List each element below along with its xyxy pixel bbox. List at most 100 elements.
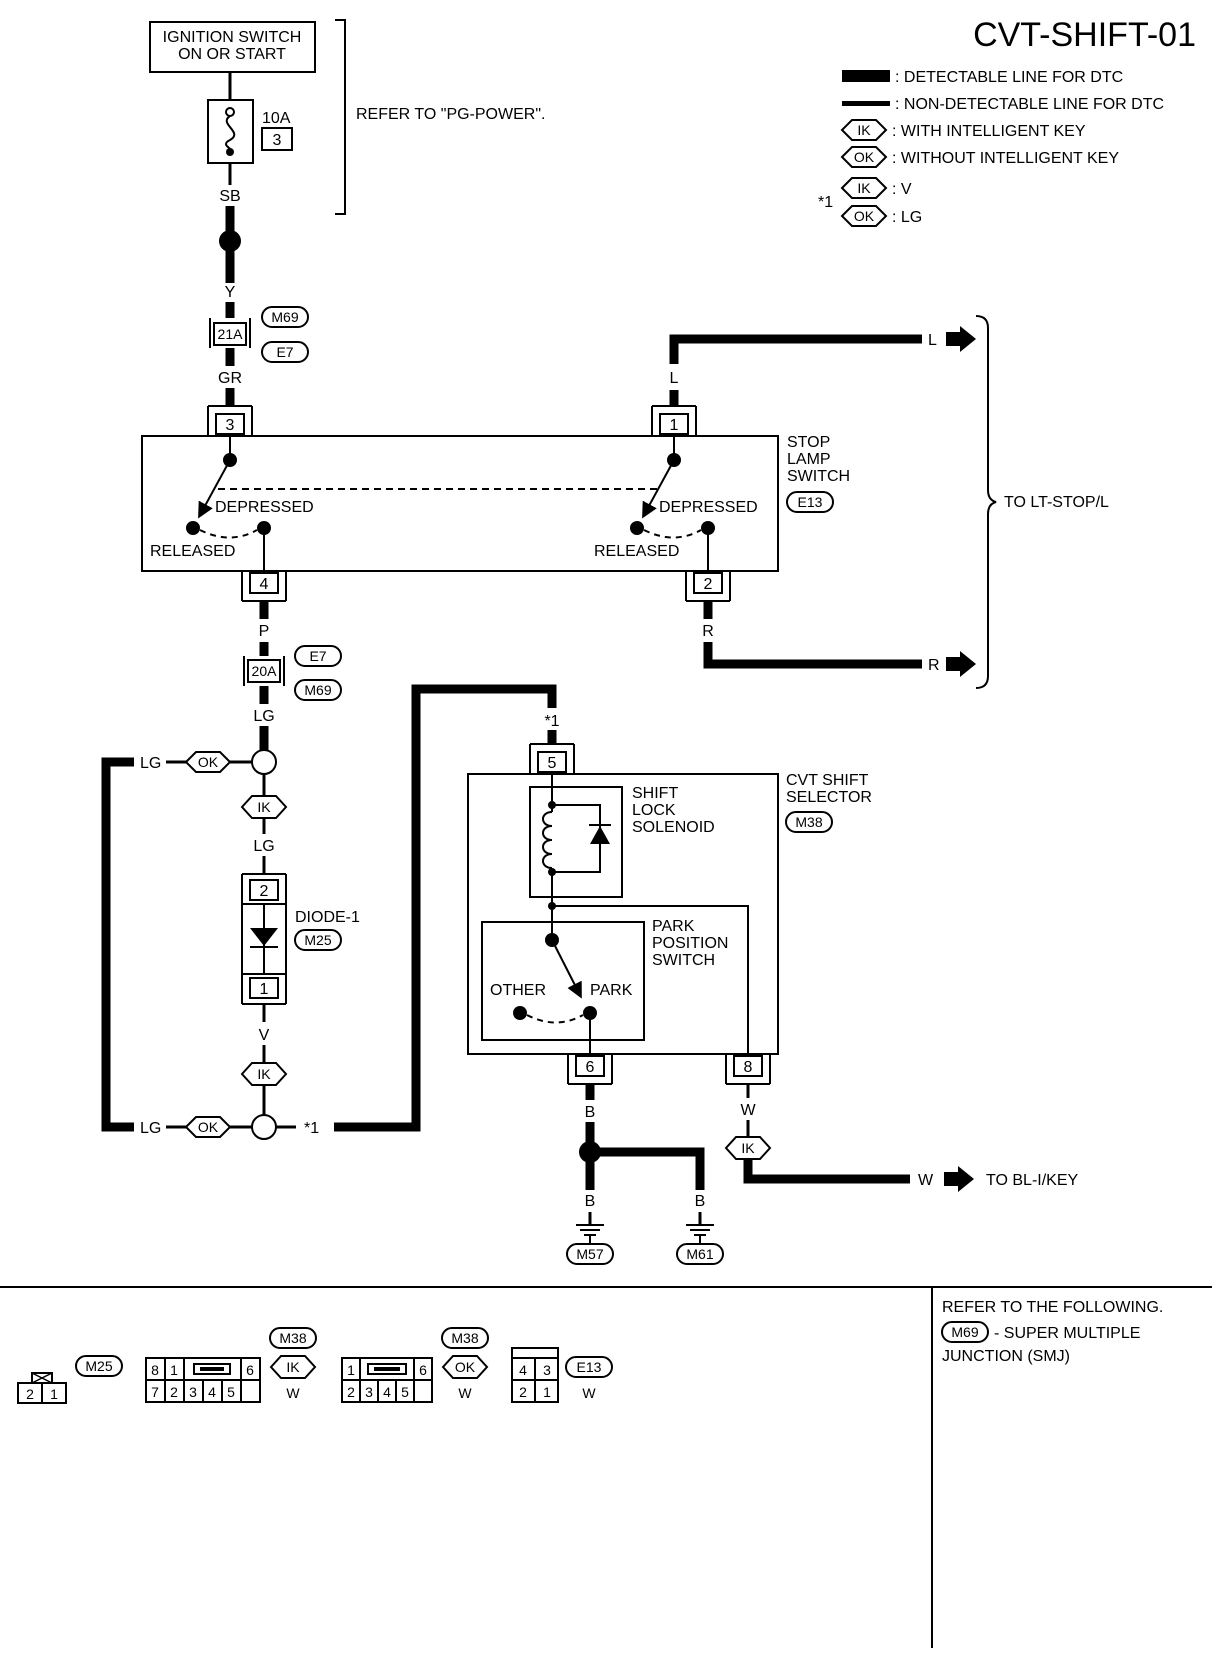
ok-badge-top: OK bbox=[184, 751, 232, 773]
ik-badge-top: IK bbox=[240, 795, 288, 819]
svg-text:IK: IK bbox=[857, 122, 871, 138]
svg-text:6: 6 bbox=[419, 1362, 427, 1378]
ignition-switch-box bbox=[149, 21, 316, 73]
stop-lamp-pin-4: 4 bbox=[241, 571, 287, 602]
park-switch-box bbox=[481, 921, 645, 1041]
tag-m69-bottom: M69 bbox=[294, 679, 342, 701]
label-depressed-left: DEPRESSED bbox=[215, 499, 314, 516]
park-switch-name-2: POSITION bbox=[652, 935, 728, 952]
svg-text:5: 5 bbox=[401, 1384, 409, 1400]
svg-text:1: 1 bbox=[260, 981, 269, 998]
connector-view-m38-ok: 1 6 2 3 4 5 bbox=[341, 1357, 433, 1403]
label-depressed-right: DEPRESSED bbox=[659, 499, 758, 516]
legend-ok-badge: OK bbox=[840, 146, 888, 168]
cvt-pin-8: 8 bbox=[725, 1054, 771, 1085]
wire-star1 bbox=[334, 684, 557, 1132]
tag-m38-ok-view: M38 OK W bbox=[441, 1327, 489, 1401]
ik-badge-bottom: IK bbox=[240, 1062, 288, 1086]
svg-text:E13: E13 bbox=[577, 1359, 602, 1375]
tag-e7-top: E7 bbox=[261, 341, 309, 363]
wire-label-lg-mid: LG bbox=[253, 838, 274, 855]
joint-connector-20a: 20A bbox=[243, 656, 285, 686]
diagram-title: CVT-SHIFT-01 bbox=[973, 16, 1196, 54]
refer-pg-power: REFER TO "PG-POWER". bbox=[356, 106, 545, 123]
tag-m69-top: M69 bbox=[261, 306, 309, 328]
label-park: PARK bbox=[590, 982, 633, 999]
svg-text:IK: IK bbox=[857, 180, 871, 196]
wire-label-r-out: R bbox=[928, 657, 940, 674]
switch-arm-left bbox=[198, 459, 231, 519]
svg-text:M69: M69 bbox=[304, 682, 331, 698]
wire-label-w-out: W bbox=[918, 1172, 934, 1189]
svg-text:M25: M25 bbox=[304, 932, 331, 948]
legend-star1: *1 bbox=[818, 194, 833, 211]
legend-star1-ik-badge: IK bbox=[840, 177, 888, 199]
joint-connector-21a: 21A bbox=[209, 318, 251, 348]
svg-text:M38: M38 bbox=[279, 1330, 306, 1346]
svg-text:OK: OK bbox=[455, 1359, 476, 1375]
svg-text:5: 5 bbox=[548, 755, 557, 772]
svg-text:M38: M38 bbox=[795, 814, 822, 830]
svg-text:8: 8 bbox=[151, 1362, 159, 1378]
svg-text:7: 7 bbox=[151, 1384, 159, 1400]
wire-label-p: P bbox=[259, 623, 270, 640]
svg-text:M69: M69 bbox=[951, 1324, 978, 1340]
wire-w bbox=[743, 1159, 910, 1184]
wire-r bbox=[703, 642, 922, 669]
wire-label-r: R bbox=[702, 623, 714, 640]
arrow-right-icon bbox=[944, 1166, 974, 1192]
svg-text:21A: 21A bbox=[218, 326, 244, 342]
diode-icon bbox=[250, 928, 278, 946]
svg-text:M57: M57 bbox=[576, 1246, 603, 1262]
svg-text:4: 4 bbox=[208, 1384, 216, 1400]
legend-star1-v: : V bbox=[892, 181, 912, 198]
switch-arm-right bbox=[642, 459, 675, 519]
wire-label-gr: GR bbox=[218, 370, 242, 387]
svg-text:IK: IK bbox=[286, 1359, 300, 1375]
svg-text:E7: E7 bbox=[276, 344, 293, 360]
cvt-pin-6: 6 bbox=[567, 1054, 613, 1085]
connector-view-m38-ik: 8 1 6 7 2 3 4 5 bbox=[145, 1357, 261, 1403]
footer-note-line3: JUNCTION (SMJ) bbox=[942, 1348, 1070, 1365]
stop-lamp-name-2: LAMP bbox=[787, 451, 831, 468]
wire-label-b-right: B bbox=[695, 1193, 706, 1210]
park-switch-arm bbox=[551, 939, 582, 999]
tag-m25-view: M25 bbox=[75, 1355, 123, 1377]
legend-thin-line bbox=[842, 101, 890, 106]
footer-note-line2: - SUPER MULTIPLE bbox=[994, 1325, 1140, 1342]
svg-text:IK: IK bbox=[741, 1140, 755, 1156]
legend-non-detectable: : NON-DETECTABLE LINE FOR DTC bbox=[895, 96, 1164, 113]
svg-text:1: 1 bbox=[50, 1386, 58, 1402]
stop-lamp-pin-3: 3 bbox=[207, 405, 253, 436]
connector-view-e13: 4 3 2 1 bbox=[511, 1347, 559, 1403]
wire-label-b-top: B bbox=[585, 1104, 596, 1121]
power-bracket bbox=[335, 19, 346, 215]
legend-with-ik: : WITH INTELLIGENT KEY bbox=[892, 123, 1086, 140]
cvt-name-1: CVT SHIFT bbox=[786, 772, 869, 789]
solenoid-name-3: SOLENOID bbox=[632, 819, 715, 836]
legend-without-ik: : WITHOUT INTELLIGENT KEY bbox=[892, 150, 1119, 167]
wire-lg-bypass bbox=[101, 757, 134, 1132]
ignition-switch-label-1: IGNITION SWITCH bbox=[163, 29, 302, 46]
svg-text:5: 5 bbox=[227, 1384, 235, 1400]
fuse-number-box bbox=[261, 127, 293, 151]
stop-lamp-pin-1: 1 bbox=[651, 405, 697, 436]
footer-note-line1: REFER TO THE FOLLOWING. bbox=[942, 1299, 1163, 1316]
tag-m38-ik-view: M38 IK W bbox=[269, 1327, 317, 1401]
svg-text:E13: E13 bbox=[798, 494, 823, 510]
svg-text:W: W bbox=[286, 1385, 300, 1401]
svg-text:OK: OK bbox=[854, 149, 875, 165]
svg-text:1: 1 bbox=[170, 1362, 178, 1378]
svg-text:20A: 20A bbox=[252, 663, 278, 679]
svg-text:IK: IK bbox=[257, 799, 271, 815]
svg-text:2: 2 bbox=[519, 1384, 527, 1400]
fuse-number: 3 bbox=[273, 132, 282, 149]
svg-text:IK: IK bbox=[257, 1066, 271, 1082]
svg-text:4: 4 bbox=[383, 1384, 391, 1400]
wire-label-sb: SB bbox=[219, 188, 240, 205]
svg-text:6: 6 bbox=[586, 1059, 595, 1076]
legend-ik-badge: IK bbox=[840, 119, 888, 141]
stop-lamp-name-3: SWITCH bbox=[787, 468, 850, 485]
svg-text:W: W bbox=[582, 1385, 596, 1401]
legend: : DETECTABLE LINE FOR DTC : NON-DETECTAB… bbox=[818, 69, 1164, 227]
